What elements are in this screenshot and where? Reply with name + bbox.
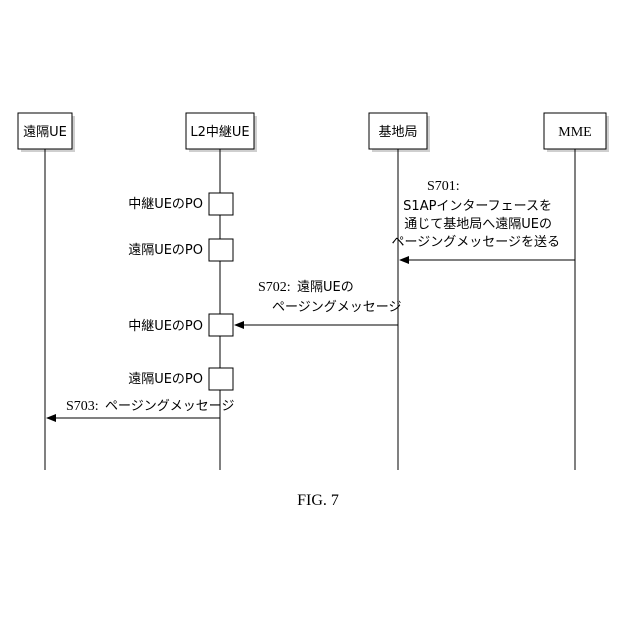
message-s701: S701: S1APインターフェースを 通じて基地局へ遠隔UEの ページングメッ… [392, 179, 575, 260]
po-occasion-2: 遠隔UEのPO [128, 239, 233, 261]
s701-line2: 通じて基地局へ遠隔UEの [404, 217, 552, 232]
po-label-1: 中継UEのPO [128, 197, 203, 212]
entity-enb-label: 基地局 [378, 125, 417, 140]
entity-relay-ue: L2中継UE [186, 113, 257, 152]
message-s702: S702: 遠隔UEの ページングメッセージ [235, 280, 401, 325]
s702-line1: 遠隔UEの [297, 280, 354, 295]
entity-remote-ue: 遠隔UE [18, 113, 75, 152]
po-occasion-4: 遠隔UEのPO [128, 368, 233, 390]
s703-text: ページングメッセージ [105, 399, 234, 414]
po-label-3: 中継UEのPO [128, 319, 203, 334]
s701-step: S701: [427, 179, 460, 194]
s701-line1: S1APインターフェースを [403, 199, 552, 214]
po-occasion-1: 中継UEのPO [128, 193, 233, 215]
entity-remote-ue-label: 遠隔UE [23, 125, 67, 140]
s703-step: S703: [66, 399, 99, 414]
entity-enb: 基地局 [369, 113, 430, 152]
figure-caption: FIG. 7 [297, 492, 339, 509]
entity-mme: MME [544, 113, 609, 152]
po-label-4: 遠隔UEのPO [128, 372, 203, 387]
s702-line2: ページングメッセージ [272, 300, 401, 315]
s702-step: S702: [258, 280, 291, 295]
message-s703: S703: ページングメッセージ [47, 399, 234, 418]
s701-line3: ページングメッセージを送る [392, 235, 560, 250]
entity-mme-label: MME [558, 125, 591, 140]
entity-relay-ue-label: L2中継UE [190, 125, 249, 140]
po-label-2: 遠隔UEのPO [128, 243, 203, 258]
po-occasion-3: 中継UEのPO [128, 314, 233, 336]
